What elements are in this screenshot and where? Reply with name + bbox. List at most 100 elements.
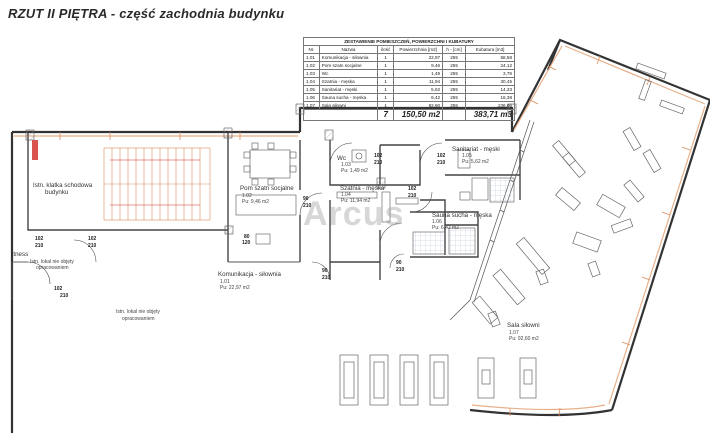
table-header-row: Nr. Nazwa ilość Powierzchnia [m2] h - [c… [303, 45, 515, 54]
table-cell: 22,97 [393, 53, 444, 62]
table-cell: Wc [318, 69, 379, 78]
room-number-gym: 1.07 [509, 330, 519, 336]
room-area-gym: Pu: 92,60 m2 [509, 336, 539, 342]
table-header: Nr. [303, 45, 320, 54]
table-cell: 1 [377, 53, 395, 62]
existing-unit-left-2: opracowaniem [36, 265, 69, 271]
dim-left-width: 102 [35, 236, 44, 242]
room-area-corridor: Pu: 22,97 m2 [220, 285, 250, 291]
table-row: 1.01 Komunikacja - siłownia 1 22,97 255 … [303, 53, 515, 62]
dim-szat-height: 210 [408, 193, 417, 199]
sanitary-fixtures [336, 149, 515, 255]
dim-san-height: 210 [437, 160, 446, 166]
table-cell: 9,46 [393, 61, 444, 70]
table-cell: 255 [442, 69, 467, 78]
dim-szat-width: 102 [408, 186, 417, 192]
table-totals-row: 7 150,50 m2 383,71 m3 [302, 109, 515, 121]
room-number-wc: 1.03 [341, 162, 351, 168]
dim-corr-width: 80 [244, 234, 250, 240]
room-number-sauna: 1.06 [432, 219, 442, 225]
room-area-wc: Pu: 1,49 m2 [341, 168, 368, 174]
room-label-gym: Sala siłowni [507, 322, 540, 329]
table-cell: 5,62 [393, 85, 444, 94]
table-cell: 1 [377, 69, 395, 78]
dim-lower-width: 102 [54, 286, 63, 292]
room-label-changing: Szatnia - męska [340, 185, 385, 192]
table-cell: 1.05 [303, 85, 320, 94]
gym-equipment [339, 62, 685, 406]
table-cell: 1,49 [393, 69, 444, 78]
dim-pom-width: 90 [303, 196, 309, 202]
table-cell: Szatnia - męska [318, 77, 379, 86]
dim-wc-height: 210 [374, 160, 383, 166]
table-cell: 1 [377, 77, 395, 86]
table-cell [302, 109, 379, 121]
table-cell: 1 [377, 85, 395, 94]
lower-wall [11, 261, 300, 300]
table-cell: 1.02 [303, 61, 320, 70]
table-cell: 6,42 [393, 93, 444, 102]
dim-pom-height: 210 [303, 203, 312, 209]
total-area: 150,50 m2 [393, 109, 444, 121]
room-label-corridor: Komunikacja - siłownia [218, 271, 281, 278]
stairwell-label-2: budynku [45, 189, 69, 196]
room-number-corridor: 1.01 [220, 279, 230, 285]
table-cell: 3,79 [465, 69, 515, 78]
table-row: 1.03 Wc 1 1,49 255 3,79 [303, 69, 515, 78]
table-cell: Sala siłowni [318, 101, 379, 110]
total-count: 7 [377, 109, 395, 121]
watermark: Arcus [303, 195, 405, 233]
table-cell: Komunikacja - siłownia [318, 53, 379, 62]
table-header: Nazwa [318, 45, 379, 54]
table-row: 1.07 Sala siłowni 1 92,60 255 236,06 [303, 101, 515, 110]
table-cell: 30,45 [465, 77, 515, 86]
table-row: 1.05 Sanitariat - męski 1 5,62 255 14,33 [303, 85, 515, 94]
dim-lower-height: 210 [60, 293, 69, 299]
staircase [32, 140, 211, 221]
table-cell: 255 [442, 53, 467, 62]
table-cell: 1.03 [303, 69, 320, 78]
total-volume: 383,71 m3 [465, 109, 515, 121]
table-header: ilość [377, 45, 395, 54]
table-cell: 255 [442, 85, 467, 94]
door-swings [27, 142, 443, 285]
table-row: 1.04 Szatnia - męska 1 11,94 255 30,45 [303, 77, 515, 86]
room-label-fitness: itness [12, 251, 28, 258]
table-cell: 1.06 [303, 93, 320, 102]
room-label-social: Pom szatn socjalne [240, 185, 294, 192]
table-header: Kubatura [m3] [465, 45, 515, 54]
table-header: h - [cm] [442, 45, 467, 54]
dim-sauna-height: 210 [396, 267, 405, 273]
table-cell: Sanitariat - męski [318, 85, 379, 94]
room-label-sauna: Sauna sucha - męska [432, 212, 492, 219]
dim-sauna-width: 90 [396, 260, 402, 266]
dim-entrance-width: 102 [88, 236, 97, 242]
stairwell-label: Istn. klatka schodowa [33, 182, 93, 189]
existing-unit-center-2: opracowaniem [122, 316, 155, 322]
social-room-furniture [235, 142, 297, 245]
table-cell: 1.04 [303, 77, 320, 86]
table-cell: 255 [442, 77, 467, 86]
room-number-changing: 1.04 [341, 192, 351, 198]
table-cell: 58,58 [465, 53, 515, 62]
table-cell: Pom szatn socjalne [318, 61, 379, 70]
room-area-sauna: Pu: 6,42 m2 [432, 225, 459, 231]
room-number-sanitary: 1.05 [462, 153, 472, 159]
table-cell: 1 [377, 101, 395, 110]
room-label-wc: Wc [337, 155, 346, 162]
existing-unit-left: Istn. lokal nie objęty [30, 259, 74, 265]
table-cell: 24,12 [465, 61, 515, 70]
interior-walls [27, 132, 521, 280]
dim-corr-height: 120 [242, 240, 251, 246]
room-area-changing: Pu: 11,94 m2 [341, 198, 371, 204]
table-cell: 14,33 [465, 85, 515, 94]
dim-mid-width: 90 [322, 268, 328, 274]
table-cell: 1.07 [303, 101, 320, 110]
room-schedule-table: ZESTAWIENIE POMIESZCZEŃ, POWIERZCHNI I K… [302, 37, 515, 121]
table-cell: 16,38 [465, 93, 515, 102]
table-caption: ZESTAWIENIE POMIESZCZEŃ, POWIERZCHNI I K… [303, 37, 515, 46]
table-cell: Sauna sucha - męska [318, 93, 379, 102]
room-area-social: Pu: 9,46 m2 [242, 199, 269, 205]
existing-unit-center: Istn. lokal nie objęty [116, 309, 160, 315]
